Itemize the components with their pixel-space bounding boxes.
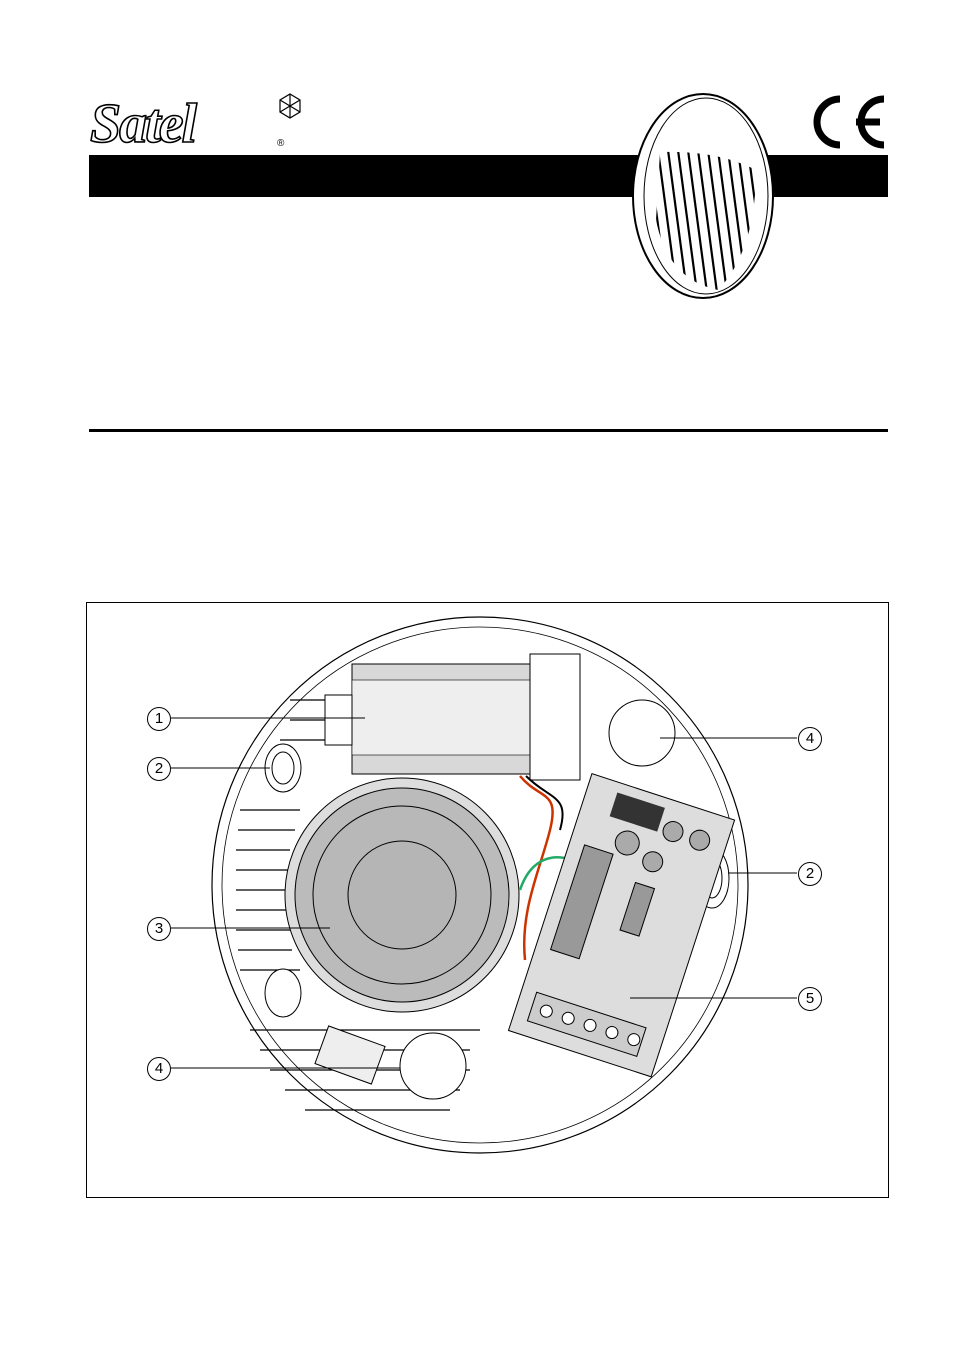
callout-tamper-knockout: 4 — [798, 727, 822, 751]
interior-drawing — [170, 615, 797, 1154]
callout-mounting-hole: 2 — [147, 757, 171, 781]
siren-illustration — [632, 93, 774, 299]
logo-star-icon — [279, 93, 301, 119]
electronics-board — [507, 772, 735, 1077]
callout-speaker: 3 — [147, 917, 171, 941]
battery — [324, 653, 580, 780]
callout-battery: 1 — [147, 707, 171, 731]
tamper-knockout — [608, 699, 675, 766]
mounting-hole — [264, 968, 301, 1017]
speaker — [284, 777, 519, 1012]
ce-mark-icon — [813, 95, 885, 149]
device-interior-figure: 1 2 3 4 4 2 5 — [86, 602, 889, 1198]
tamper-knockout — [399, 1032, 466, 1099]
registered-mark: ® — [277, 138, 285, 149]
horizontal-rule — [89, 429, 888, 432]
svg-text:Satel: Satel — [90, 93, 198, 152]
callout-leader-lines — [170, 717, 797, 1068]
callout-tamper-knockout: 4 — [147, 1057, 171, 1081]
callout-electronics-board: 5 — [798, 987, 822, 1011]
callout-mounting-hole: 2 — [798, 862, 822, 886]
satel-logo: Satel ® — [89, 92, 301, 152]
